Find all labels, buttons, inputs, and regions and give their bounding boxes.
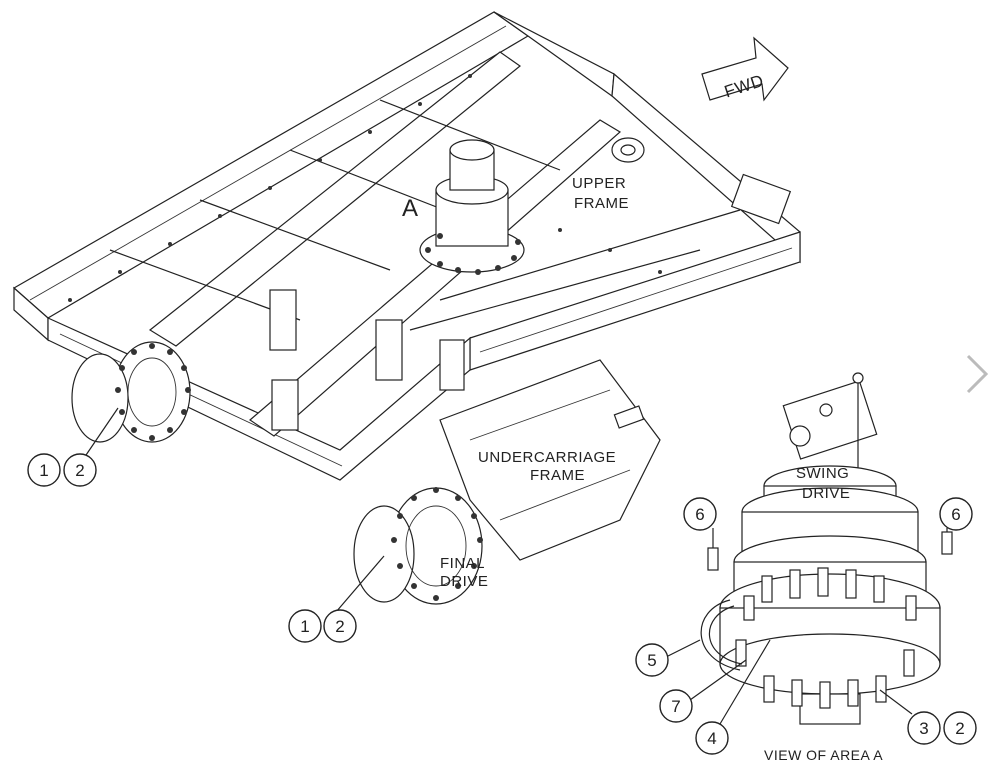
final-drive-label-line1: FINAL <box>440 555 485 572</box>
bolt-row <box>735 567 917 709</box>
final-drive-label-line2: DRIVE <box>440 573 488 590</box>
undercarriage-frame-label-line2: FRAME <box>530 467 585 484</box>
svg-text:4: 4 <box>707 729 716 748</box>
right-final-drive-drawing <box>353 487 483 605</box>
callout-5: 5 <box>635 643 669 677</box>
next-page-button[interactable] <box>958 352 994 396</box>
callout-left-2: 2 <box>63 453 97 487</box>
upper-frame-label-line1: UPPER <box>572 175 626 192</box>
swing-drive-label-line1: SWING <box>796 465 849 482</box>
forward-arrow: FWD <box>701 36 789 102</box>
svg-text:1: 1 <box>39 461 48 480</box>
callout-4: 4 <box>695 721 729 755</box>
callout-3: 3 <box>907 711 941 745</box>
svg-text:3: 3 <box>919 719 928 738</box>
callout-right-2: 2 <box>323 609 357 643</box>
swing-drive-detail-drawing <box>700 372 953 725</box>
undercarriage-frame-label-line1: UNDERCARRIAGE <box>478 449 616 466</box>
callout-6-left: 6 <box>683 497 717 531</box>
svg-text:2: 2 <box>955 719 964 738</box>
callout-2-detail: 2 <box>943 711 977 745</box>
upper-frame-drawing <box>12 11 801 481</box>
area-a-label: A <box>402 195 418 222</box>
chevron-right-icon <box>966 354 989 394</box>
svg-text:7: 7 <box>671 697 680 716</box>
view-caption: VIEW OF AREA A <box>764 747 883 763</box>
svg-text:1: 1 <box>300 617 309 636</box>
callout-6-right: 6 <box>939 497 973 531</box>
svg-text:2: 2 <box>335 617 344 636</box>
left-final-drive-drawing <box>71 341 191 443</box>
callout-right-1: 1 <box>288 609 322 643</box>
undercarriage-frame-drawing <box>439 359 661 561</box>
svg-text:6: 6 <box>695 505 704 524</box>
svg-text:2: 2 <box>75 461 84 480</box>
leader-lines <box>83 407 948 725</box>
callout-7: 7 <box>659 689 693 723</box>
svg-text:6: 6 <box>951 505 960 524</box>
swing-drive-label-line2: DRIVE <box>802 485 850 502</box>
upper-frame-label-line2: FRAME <box>574 195 629 212</box>
callout-left-1: 1 <box>27 453 61 487</box>
svg-text:5: 5 <box>647 651 656 670</box>
